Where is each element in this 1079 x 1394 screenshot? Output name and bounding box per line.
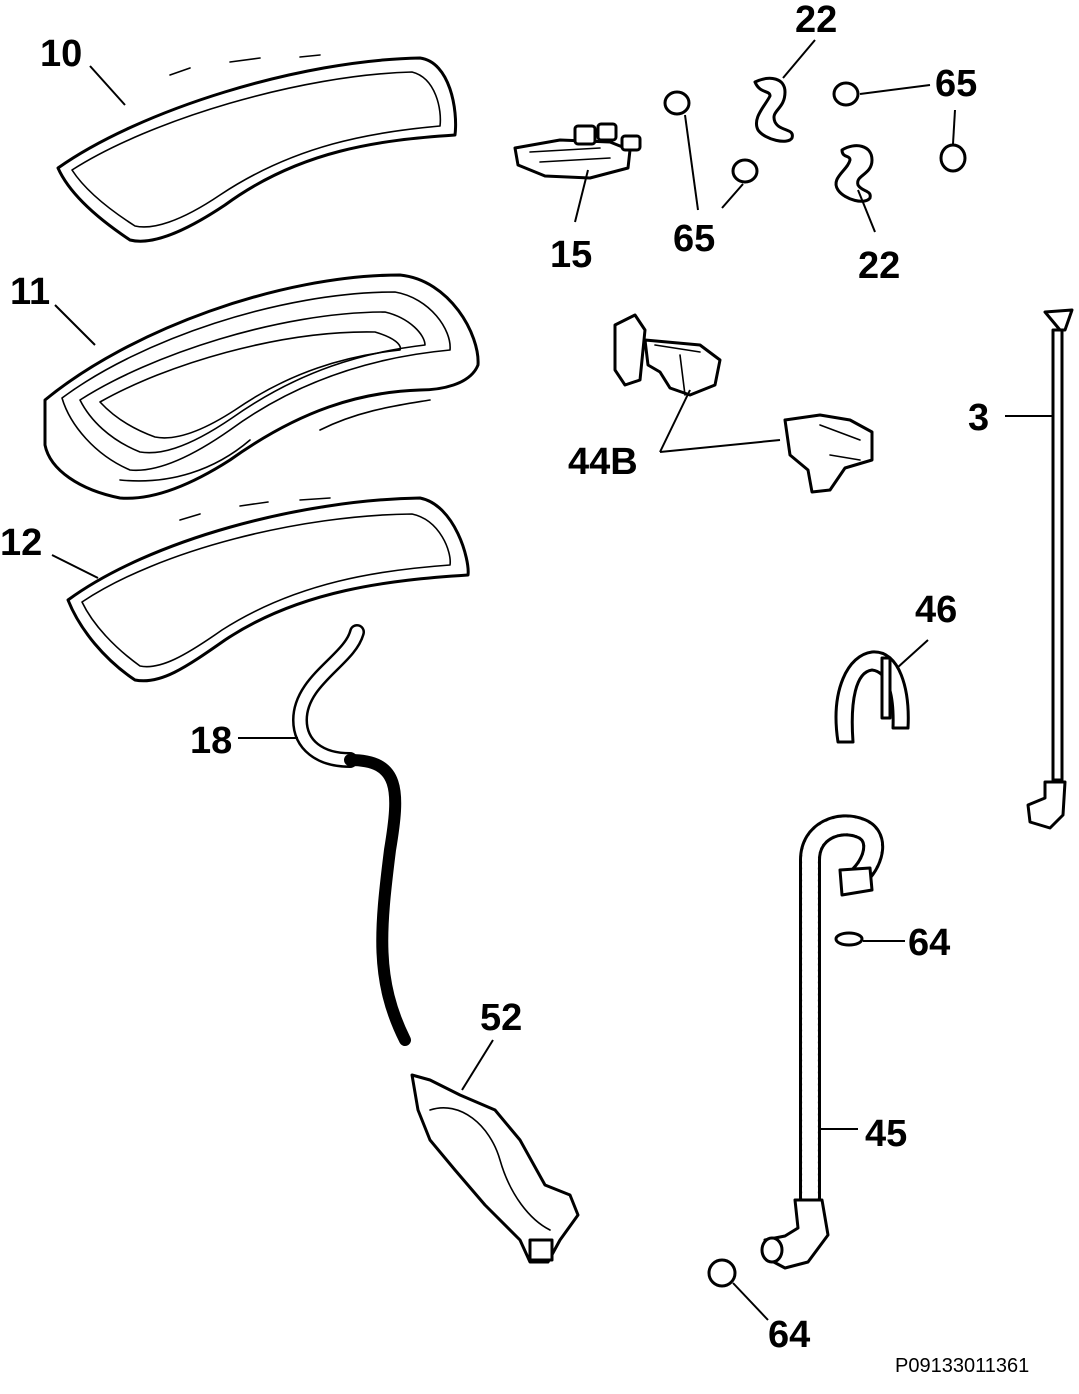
leader-lines — [51, 39, 1053, 1321]
callout-11: 11 — [10, 271, 50, 313]
part-12-gasket-ring — [66, 496, 470, 683]
callout-65-top: 65 — [935, 63, 977, 105]
callout-22-bottom: 22 — [858, 245, 900, 287]
part-15-valve-block — [513, 122, 642, 180]
part-45-drain-hose — [760, 814, 885, 1270]
part-44b-bracket-lower — [783, 413, 874, 494]
callout-52: 52 — [480, 997, 522, 1039]
callout-64-bottom: 64 — [768, 1314, 810, 1356]
part-10-gasket-ring — [56, 54, 458, 243]
part-11-door-frame — [43, 273, 480, 500]
part-3-rod — [1026, 308, 1074, 830]
callout-18: 18 — [190, 720, 232, 762]
callout-15: 15 — [550, 234, 592, 276]
callout-3: 3 — [968, 397, 989, 439]
part-22a-hose — [753, 76, 794, 143]
callout-65-middle: 65 — [673, 218, 715, 260]
part-46-hook — [834, 650, 910, 744]
part-52-pump-housing — [410, 1073, 580, 1264]
callout-45: 45 — [865, 1113, 907, 1155]
part-18-hose — [292, 624, 411, 1046]
part-64-clamps — [707, 931, 864, 1288]
callout-22-top: 22 — [795, 0, 837, 41]
callout-12: 12 — [0, 522, 42, 564]
part-22b-hose — [834, 144, 874, 203]
callout-44b: 44B — [568, 441, 638, 483]
callout-46: 46 — [915, 589, 957, 631]
part-65-clamps — [663, 81, 967, 184]
part-44b-bracket-upper — [613, 313, 722, 397]
document-code: P09133011361 — [895, 1355, 1029, 1377]
callout-10: 10 — [40, 33, 82, 75]
callout-64-middle: 64 — [908, 922, 950, 964]
